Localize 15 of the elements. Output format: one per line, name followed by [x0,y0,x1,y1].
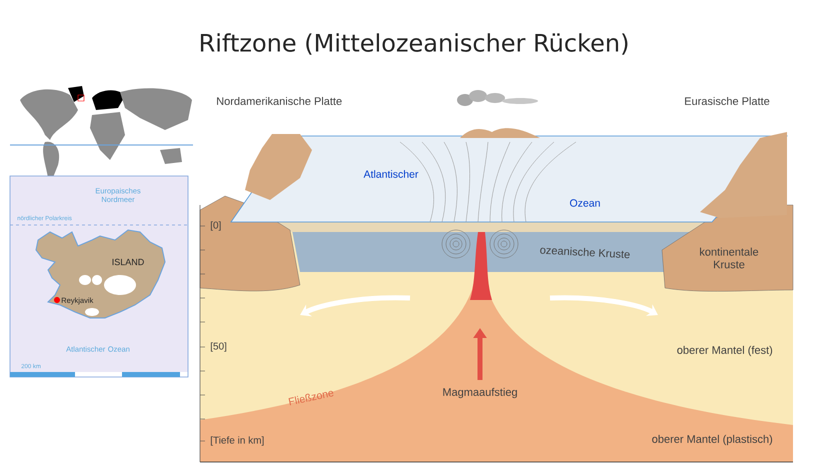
zone-label: Fließzone [288,390,334,406]
layer-label: oberer Mantel (fest) [677,346,772,356]
depth-label: [Tiefe in km] [210,436,264,446]
title: Riftzone (Mittelozeanischer Rücken) [200,33,628,55]
layer-label: ozeanische Kruste [540,247,630,258]
depth-label: [0] [210,221,221,231]
layer-label: Magmaaufstieg [443,388,517,398]
plate-label: Eurasische Platte [685,96,770,106]
layer-label: oberer Mantel (plastisch) [652,434,772,446]
layer-label: kontinentale Kruste [700,248,758,268]
ocean-label: Ozean [570,199,600,207]
plate-label: Nordamerikanische Platte [217,96,342,106]
depth-label: [50] [210,342,226,352]
ocean-label: Atlantischer [364,170,418,178]
map-label: ISLAND [112,258,144,266]
